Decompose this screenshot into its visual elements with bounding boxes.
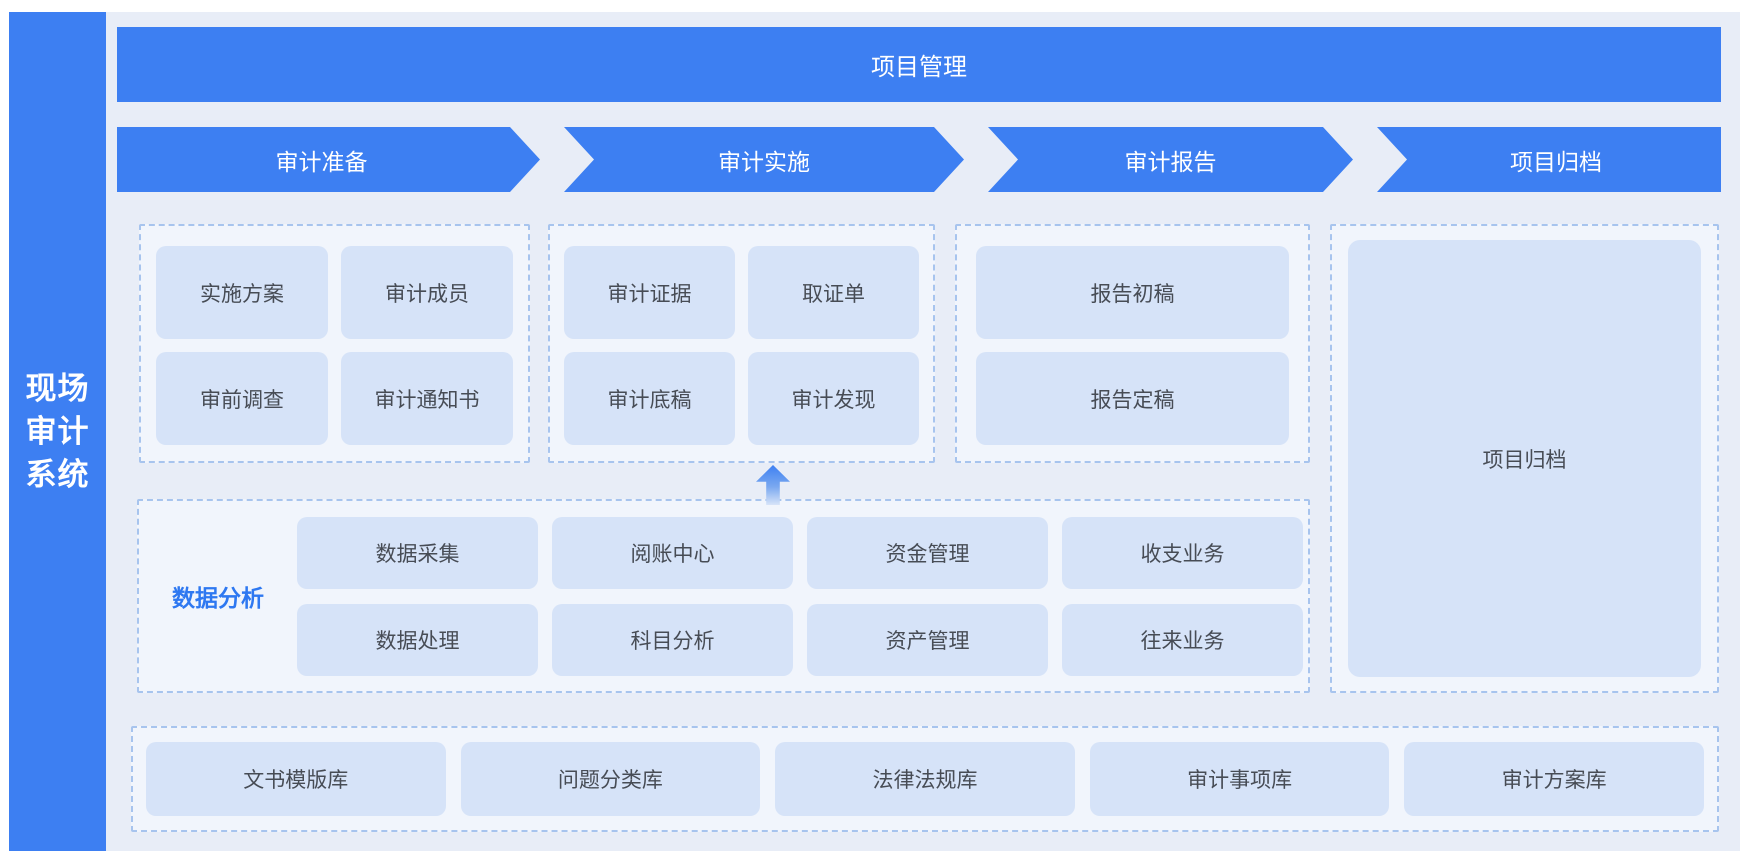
system-title-line: 现场 xyxy=(25,371,90,406)
flow-stage-project-archive: 项目归档 xyxy=(1377,127,1721,192)
module-pre-audit-survey: 审前调查 xyxy=(156,352,328,445)
system-title-line: 审计 xyxy=(25,414,90,449)
system-title-line: 系统 xyxy=(25,457,90,492)
module-audit-members: 审计成员 xyxy=(341,246,513,339)
system-title-bar: 现场 审计 系统 xyxy=(9,12,106,851)
flow-stage-label: 审计报告 xyxy=(1124,148,1217,175)
module-evidence-form: 取证单 xyxy=(748,246,919,339)
module-project-archive: 项目归档 xyxy=(1348,240,1701,677)
module-report-draft: 报告初稿 xyxy=(976,246,1289,339)
report-section: 报告初稿 报告定稿 xyxy=(955,224,1310,463)
flow-stage-audit-report: 审计报告 xyxy=(988,127,1353,192)
preparation-section: 实施方案 审计成员 审前调查 审计通知书 xyxy=(139,224,530,463)
module-report-final: 报告定稿 xyxy=(976,352,1289,445)
module-data-collection: 数据采集 xyxy=(297,517,538,589)
module-account-review-center: 阅账中心 xyxy=(552,517,793,589)
module-audit-findings: 审计发现 xyxy=(748,352,919,445)
module-laws-regulations-library: 法律法规库 xyxy=(775,742,1075,816)
module-current-business: 往来业务 xyxy=(1062,604,1303,676)
module-data-processing: 数据处理 xyxy=(297,604,538,676)
module-document-template-library: 文书模版库 xyxy=(146,742,446,816)
flow-stage-audit-preparation: 审计准备 xyxy=(117,127,540,192)
module-subject-analysis: 科目分析 xyxy=(552,604,793,676)
module-issue-classification-library: 问题分类库 xyxy=(460,742,761,816)
module-audit-working-paper: 审计底稿 xyxy=(564,352,735,445)
flow-stage-audit-implementation: 审计实施 xyxy=(564,127,964,192)
archive-section: 项目归档 xyxy=(1330,224,1719,693)
module-income-expense-business: 收支业务 xyxy=(1062,517,1303,589)
data-analysis-section: 数据分析 数据采集 阅账中心 资金管理 收支业务 数据处理 科目分析 资产管理 … xyxy=(137,499,1310,693)
module-audit-plan-library: 审计方案库 xyxy=(1404,742,1704,816)
module-asset-management: 资产管理 xyxy=(807,604,1048,676)
module-fund-management: 资金管理 xyxy=(807,517,1048,589)
module-audit-notification: 审计通知书 xyxy=(341,352,513,445)
project-management-label: 项目管理 xyxy=(871,54,967,81)
data-analysis-label: 数据分析 xyxy=(172,585,264,611)
data-analysis-grid: 数据采集 阅账中心 资金管理 收支业务 数据处理 科目分析 资产管理 往来业务 xyxy=(297,501,1308,691)
flow-stage-label: 审计准备 xyxy=(275,148,368,175)
module-implementation-plan: 实施方案 xyxy=(156,246,328,339)
flow-stage-label: 审计实施 xyxy=(718,148,810,175)
module-audit-matters-library: 审计事项库 xyxy=(1089,742,1390,816)
libraries-section: 文书模版库 问题分类库 法律法规库 审计事项库 审计方案库 xyxy=(131,726,1719,832)
project-management-banner: 项目管理 xyxy=(117,27,1721,102)
flow-stage-label: 项目归档 xyxy=(1510,148,1602,175)
module-audit-evidence: 审计证据 xyxy=(564,246,735,339)
implementation-section: 审计证据 取证单 审计底稿 审计发现 xyxy=(548,224,935,463)
